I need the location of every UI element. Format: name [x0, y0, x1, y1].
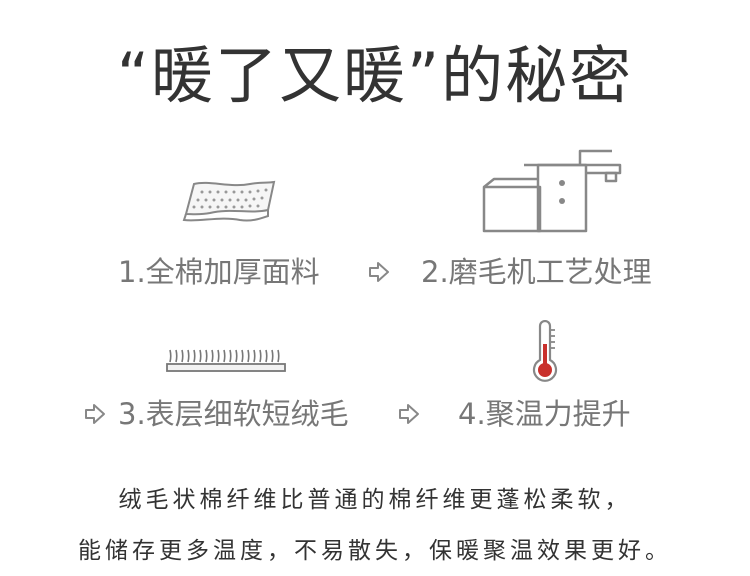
arrow-right-icon	[368, 261, 390, 283]
thermometer-icon	[530, 320, 560, 384]
description-line-1: 绒毛状棉纤维比普通的棉纤维更蓬松柔软，	[118, 487, 632, 513]
brushing-machine-icon	[480, 143, 630, 235]
short-fleece-icon	[166, 344, 288, 374]
arrow-right-icon	[84, 403, 106, 425]
step-1-label: 1.全棉加厚面料	[118, 255, 320, 289]
step-2-label: 2.磨毛机工艺处理	[421, 255, 652, 289]
page-title: “暖了又暖”的秘密	[116, 39, 634, 112]
arrow-right-icon	[398, 403, 420, 425]
fabric-icon	[180, 180, 280, 224]
description-line-2: 能储存更多温度，不易散失，保暖聚温效果更好。	[78, 538, 672, 564]
step-4-label: 4.聚温力提升	[458, 397, 631, 431]
step-3-label: 3.表层细软短绒毛	[118, 397, 349, 431]
